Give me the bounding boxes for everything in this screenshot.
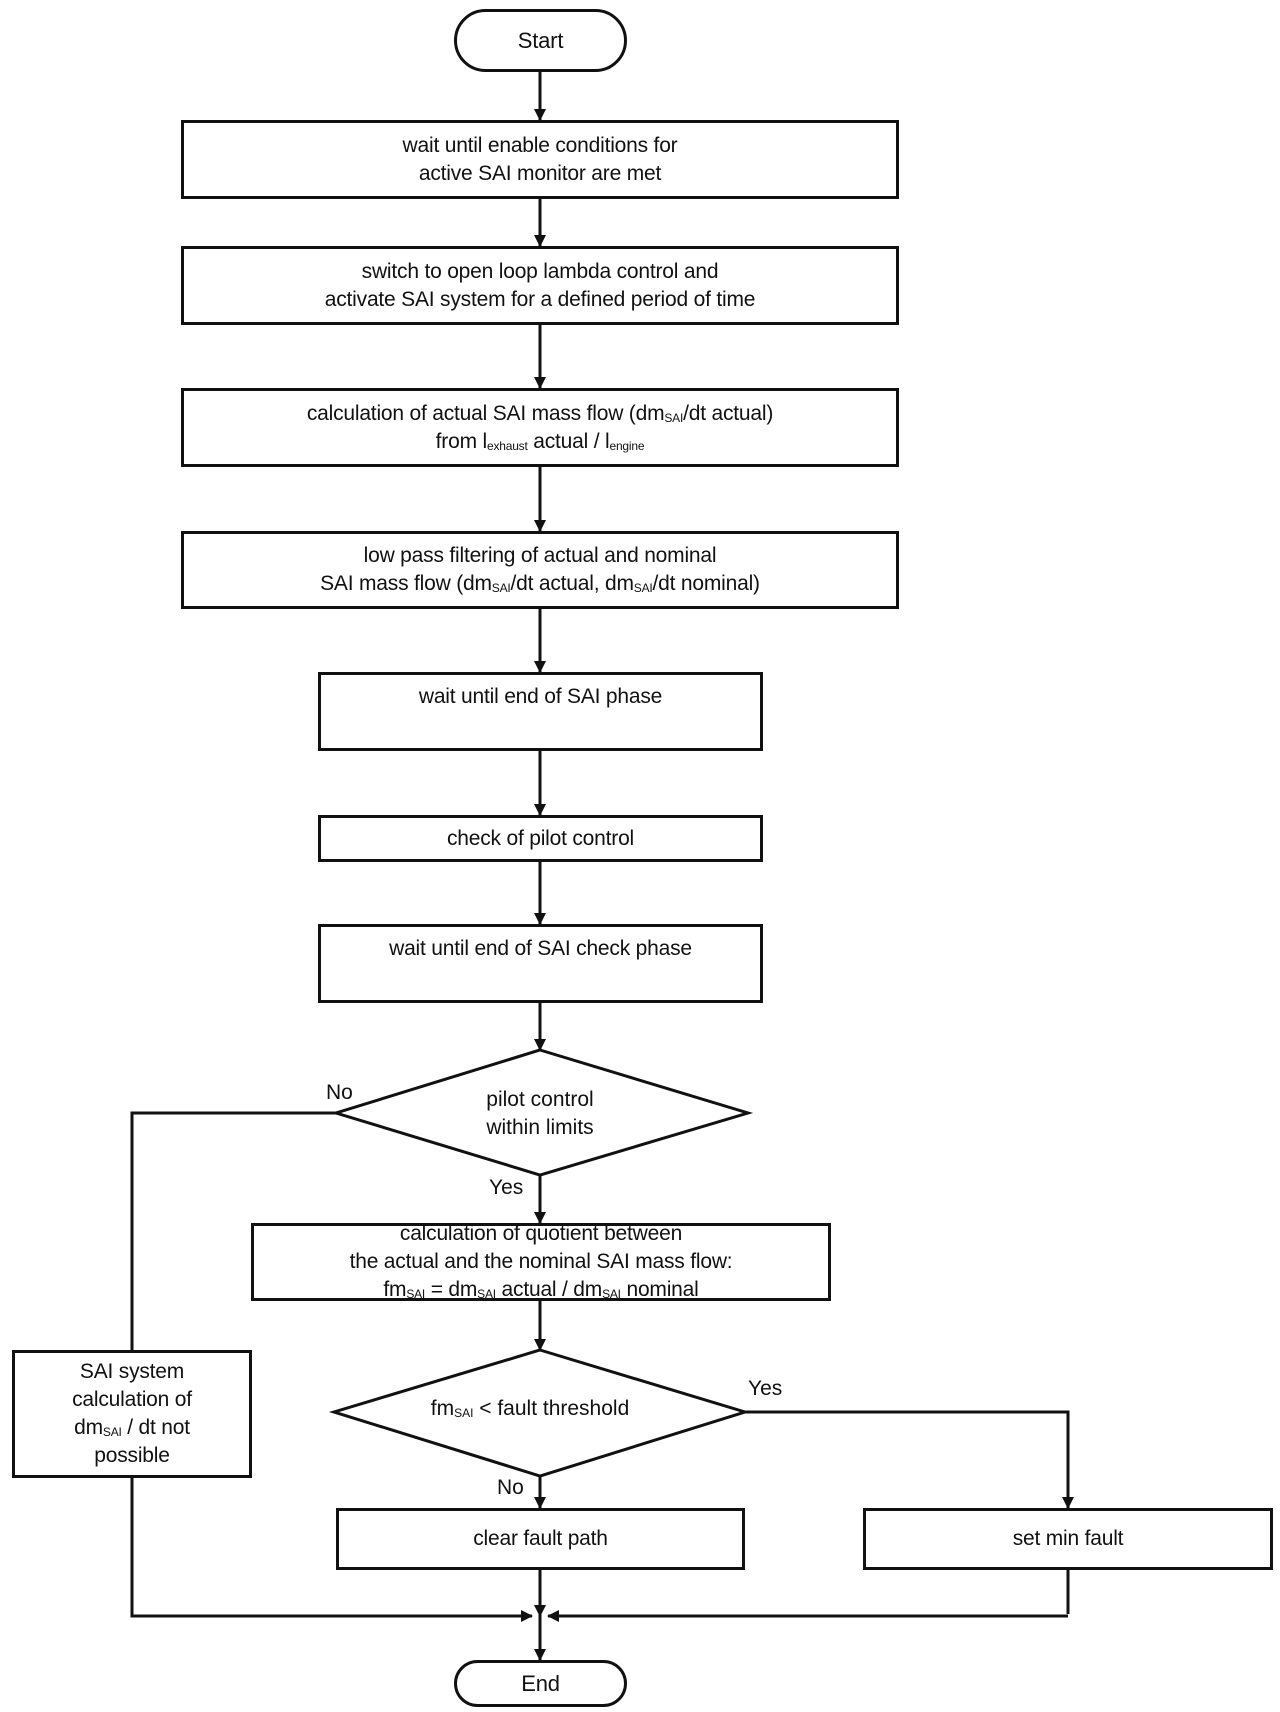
decision2-yes-label: Yes: [748, 1377, 783, 1400]
decision-fault-threshold-text: fmSAI < fault threshold: [410, 1393, 650, 1425]
step8-line2: the actual and the nominal SAI mass flow…: [349, 1250, 733, 1273]
line-decision1-no-to-side-box: [130, 1111, 336, 1350]
decision1-no-label: No: [326, 1081, 353, 1104]
side-box-line1: SAI system: [79, 1360, 185, 1383]
decision-pilot-control-text: pilot control within limits: [420, 1086, 660, 1142]
clear-fault-label: clear fault path: [473, 1527, 608, 1550]
step1-line2: active SAI monitor are met: [418, 161, 662, 185]
step-wait-enable-conditions: wait until enable conditions for active …: [181, 120, 899, 199]
step2-line2: activate SAI system for a defined period…: [324, 287, 756, 311]
start-label: Start: [517, 27, 564, 53]
step4-line1: low pass filtering of actual and nominal: [363, 544, 717, 567]
step-check-pilot-control: check of pilot control: [318, 815, 763, 862]
step-calc-quotient: calculation of quotient between the actu…: [251, 1222, 831, 1301]
step-calc-actual-mass-flow: calculation of actual SAI mass flow (dmS…: [181, 388, 899, 467]
arrow-decision2-yes-to-set-fault: [745, 1410, 1074, 1509]
step-set-min-fault: set min fault: [863, 1508, 1273, 1570]
decision1-yes-label: Yes: [489, 1176, 524, 1199]
step8-line3: fmSAI = dmSAI actual / dmSAI nominal: [383, 1278, 699, 1301]
decision-pilot-control-shape: [330, 1048, 754, 1177]
side-box-line3: dmSAI / dt not: [74, 1416, 190, 1439]
step2-line1: switch to open loop lambda control and: [361, 259, 719, 283]
step7-label: wait until end of SAI check phase: [389, 937, 692, 960]
decision2-text: fmSAI < fault threshold: [430, 1397, 630, 1420]
step3-line1: calculation of actual SAI mass flow (dmS…: [306, 401, 774, 425]
side-box-line2: calculation of: [72, 1388, 192, 1411]
step-low-pass-filtering: low pass filtering of actual and nominal…: [181, 531, 899, 609]
start-terminal: Start: [454, 9, 627, 72]
decision2-no-label: No: [497, 1476, 524, 1499]
decision-fault-threshold-shape: [328, 1348, 751, 1478]
step5-label: wait until end of SAI phase: [418, 685, 663, 708]
side-box-line4: possible: [94, 1444, 170, 1467]
decision1-line2: within limits: [486, 1116, 594, 1139]
step8-line1: calculation of quotient between: [399, 1222, 683, 1245]
side-box-calc-not-possible: SAI system calculation of dmSAI / dt not…: [12, 1350, 252, 1478]
step-clear-fault-path: clear fault path: [336, 1508, 745, 1570]
end-label: End: [521, 1670, 560, 1696]
step6-label: check of pilot control: [446, 826, 635, 850]
arrow-side-box-to-merge: [130, 1478, 533, 1622]
decision1-line1: pilot control: [486, 1088, 594, 1111]
set-fault-label: set min fault: [1012, 1527, 1124, 1550]
step1-line1: wait until enable conditions for: [402, 133, 678, 157]
step4-line2: SAI mass flow (dmSAI/dt actual, dmSAI/dt…: [320, 572, 760, 595]
step-wait-end-sai-check-phase: wait until end of SAI check phase: [318, 924, 763, 1003]
end-terminal: End: [454, 1660, 627, 1707]
step-open-loop-lambda: switch to open loop lambda control and a…: [181, 246, 899, 325]
step-wait-end-sai-phase: wait until end of SAI phase: [318, 672, 763, 751]
step3-line2: from lexhaust actual / lengine: [435, 429, 645, 453]
